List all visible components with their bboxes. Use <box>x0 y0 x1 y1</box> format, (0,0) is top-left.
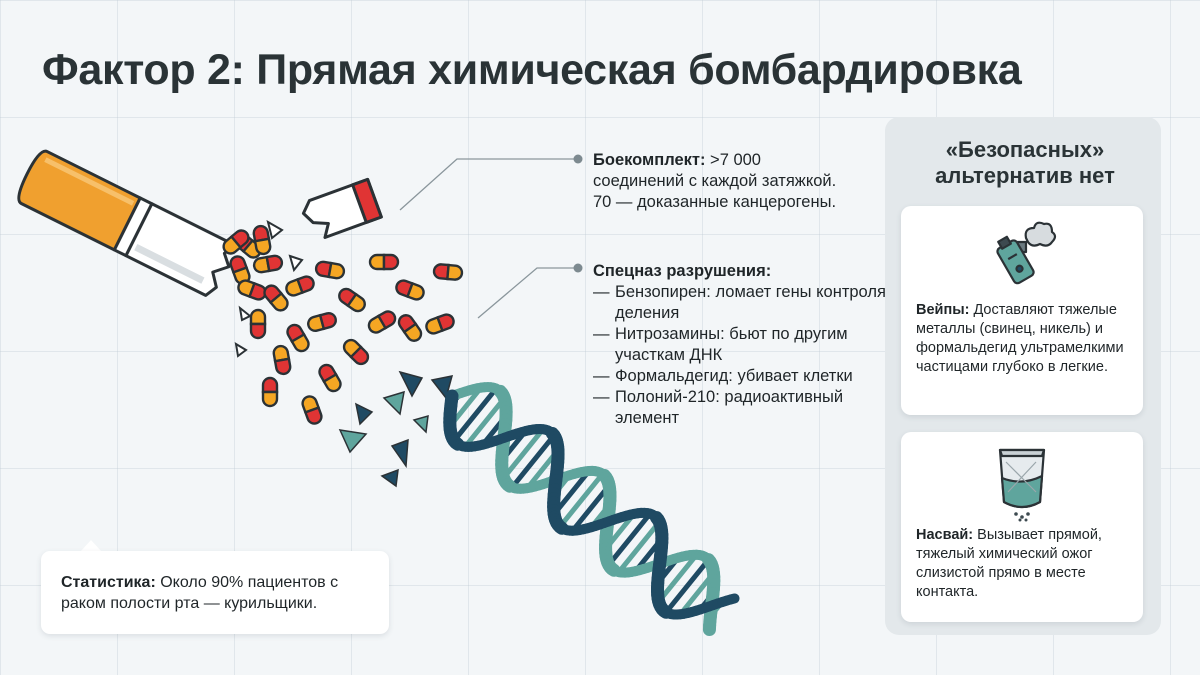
vape-card-label: Вейпы: <box>916 302 970 318</box>
callout-ammunition-text: >7 000 соединений с каждой затяжкой. 70 … <box>593 151 837 211</box>
capsule <box>397 314 423 342</box>
statistics-label: Статистика: <box>61 574 156 591</box>
paper-shards <box>234 219 304 358</box>
capsule <box>318 363 342 393</box>
callout-dot-ammo <box>573 154 583 164</box>
capsule <box>252 254 284 274</box>
squad-item: —Полоний-210: радиоактивный элемент <box>593 388 844 427</box>
capsule <box>425 313 455 335</box>
cigarette-tip-icon <box>301 177 383 239</box>
snus-pouch-icon <box>998 448 1046 522</box>
capsule <box>395 279 425 301</box>
callout-ammunition: Боекомплект: >7 000 соединений с каждой … <box>593 150 843 213</box>
capsule <box>367 310 397 334</box>
dna-fragments <box>338 370 454 488</box>
capsule <box>314 260 346 280</box>
stat-card-notch <box>80 540 102 552</box>
cigarette-icon <box>17 149 237 297</box>
capsule <box>222 229 250 255</box>
capsule <box>307 312 337 332</box>
capsule <box>285 275 315 297</box>
capsule <box>432 263 464 281</box>
callout-squad-label: Спецназ разрушения: <box>593 262 772 280</box>
capsule <box>338 287 366 313</box>
capsule <box>249 308 267 340</box>
vape-card-text: Вейпы: Доставляют тяжелые металлы (свине… <box>916 302 1124 375</box>
squad-item: —Бензопирен: ломает гены контроля делени… <box>593 283 886 322</box>
nasvai-card: Насвай: Вызывает прямой, тяжелый химичес… <box>901 432 1143 622</box>
capsule <box>261 376 279 408</box>
vape-card: Вейпы: Доставляют тяжелые металлы (свине… <box>901 206 1143 415</box>
squad-item: —Формальдегид: убивает клетки <box>593 367 853 385</box>
callout-ammunition-label: Боекомплект: <box>593 151 706 169</box>
nasvai-card-text: Насвай: Вызывает прямой, тяжелый химичес… <box>916 527 1102 600</box>
statistics-card: Статистика: Около 90% пациентов с раком … <box>41 551 389 634</box>
callout-destruction-squad: Спецназ разрушения: —Бензопирен: ломает … <box>593 261 893 429</box>
callout-dot-squad <box>573 263 583 273</box>
capsule <box>252 224 272 256</box>
dna-helix-icon <box>443 382 740 637</box>
squad-item: —Нитрозамины: бьют по другим участкам ДН… <box>593 325 848 364</box>
capsule <box>368 253 400 271</box>
capsule <box>263 284 289 312</box>
page-title: Фактор 2: Прямая химическая бомбардировк… <box>42 46 1022 94</box>
nasvai-card-label: Насвай: <box>916 527 974 543</box>
capsule <box>342 338 370 366</box>
alternatives-panel-title: «Безопасных» альтернатив нет <box>935 137 1115 188</box>
capsule <box>286 323 310 353</box>
statistics-text: Около 90% пациентов с раком полости рта … <box>61 574 339 612</box>
vape-icon <box>996 221 1057 285</box>
chemical-capsules <box>222 224 464 425</box>
callout-leader-lines <box>399 158 578 319</box>
capsule <box>272 344 292 376</box>
dna-strand-dark <box>725 593 740 605</box>
capsule <box>301 395 323 425</box>
capsule <box>237 279 267 301</box>
